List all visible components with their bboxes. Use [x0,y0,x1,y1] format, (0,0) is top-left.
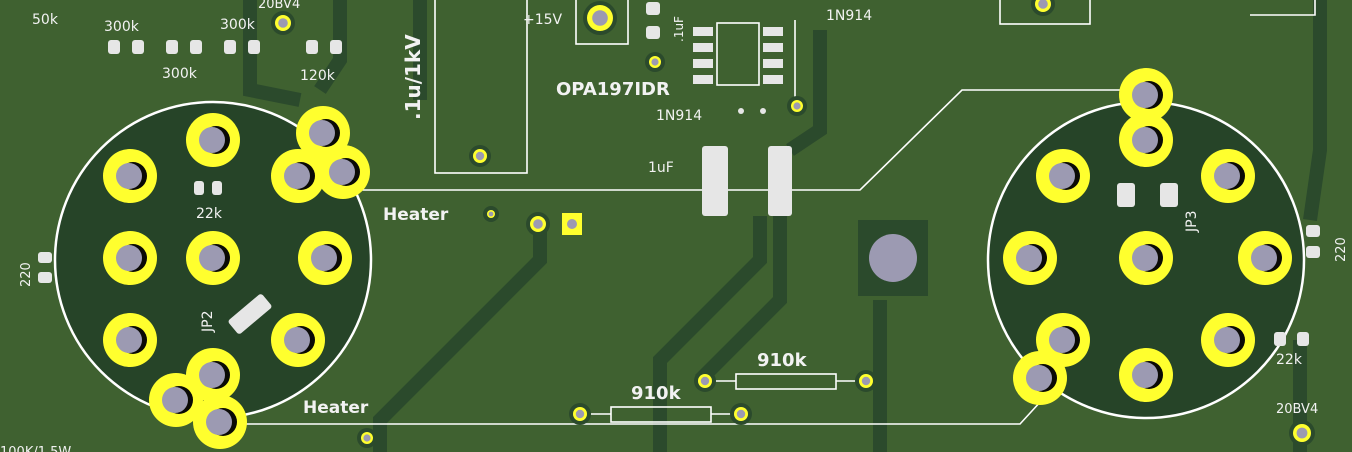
through-hole-pads [103,0,1315,449]
ic-pin [763,43,783,52]
smd-pad [330,40,342,54]
tube-pin-pad [271,313,325,367]
mounting-hole [869,234,917,282]
smd-pad [190,40,202,54]
tube-pin-pad [1036,149,1090,203]
smd-pad [108,40,120,54]
tube-pin-pad [193,395,247,449]
tube-pin-pad [186,113,240,167]
silkscreen-label-opamp: OPA197IDR [556,79,670,100]
silkscreen-label-d1: 1N914 [826,8,872,24]
smd-pad [132,40,144,54]
via-pad [583,1,617,35]
resistor-910k-b-outline [610,406,712,423]
smd-pad [306,40,318,54]
silkscreen-label-r50k: 50k [32,12,59,28]
smd-pad [738,108,744,114]
via-pad [483,206,499,222]
ic-pin [693,75,713,84]
via-pad [526,212,550,236]
tube-pin-pad [149,373,203,427]
silkscreen-label-jp2: JP2 [200,311,216,333]
tube-pin-pad [1119,113,1173,167]
smd-pad [166,40,178,54]
tube-pin-pad [103,231,157,285]
smd-pad [760,108,766,114]
via-pad [1031,0,1055,16]
jumper-jp2-pad [228,294,272,334]
tube-pin-pad [1013,351,1067,405]
tube-pin-pad [298,231,352,285]
silkscreen-label-r22k-r: 22k [1276,352,1303,368]
smd-pad [768,146,792,216]
ic-pin [763,59,783,68]
silkscreen-lines [220,0,1316,425]
smd-pad [646,26,660,39]
silkscreen-label-r220-l: 220 [19,262,34,287]
smd-pad [1297,332,1309,346]
ic-pin [763,27,783,36]
smd-pad [1117,183,1135,207]
smd-pad [646,2,660,15]
tube-pin-pad [1201,149,1255,203]
silkscreen-label-r120k: 120k [300,68,336,84]
via-pad [730,403,752,425]
silkscreen-label-r22k-l: 22k [196,206,223,222]
via-pad [1289,420,1315,446]
silkscreen-label-r220-r: 220 [1334,237,1349,262]
silkscreen-label-r910k-b: 910k [631,383,682,404]
ic-pin [693,43,713,52]
silkscreen-label-r300k-b: 300k [162,66,198,82]
ic-pin [763,75,783,84]
silkscreen-label-r100k: 100K/1.5W [0,445,71,452]
via-pad [357,428,377,448]
silkscreen-label-c1u: 1uF [648,160,674,176]
silkscreen-label-r910k-a: 910k [757,350,808,371]
tube-pin-pad [186,231,240,285]
tube-pin-pad [1201,313,1255,367]
via-pad [569,403,591,425]
silkscreen-label-r300k-c: 300k [220,17,256,33]
tube-pin-pad [103,313,157,367]
tube-pin-pad [103,149,157,203]
smd-pad [38,252,52,263]
smd-pad [38,272,52,283]
silkscreen-label-tube-br: 20BV4 [1276,402,1318,417]
via-pad [694,370,716,392]
via-pad [787,96,807,116]
smd-pad [248,40,260,54]
smd-pad [212,181,222,195]
tube-pin-pad [1238,231,1292,285]
silkscreen-label-tube-tl: 20BV4 [258,0,300,12]
tube-pin-pad [1003,231,1057,285]
via-pad [469,145,491,167]
smd-pad [1306,225,1320,237]
smd-pad [194,181,204,195]
smd-pads [38,2,1320,346]
tube-pin-pad [316,145,370,199]
ic-pin [693,27,713,36]
silkscreen-label-cap-hv: .1u/1kV [401,34,425,120]
tube-pin-pad [271,149,325,203]
resistor-910k-a-outline [735,373,837,390]
silkscreen-label-c-01: .1uF [672,16,686,42]
tube-pin-pad [1119,68,1173,122]
smd-pad [1306,246,1320,258]
silkscreen-label-r300k-a: 300k [104,19,140,35]
silkscreen-label-d2: 1N914 [656,108,702,124]
silkscreen-label-heater-top: Heater [383,205,449,225]
silkscreen-label-v15: +15V [523,12,563,28]
silkscreen-label-heater-bot: Heater [303,398,369,418]
smd-pad [224,40,236,54]
via-pad [645,52,665,72]
smd-pad [1274,332,1286,346]
smd-pad [702,146,728,216]
tube-pin-pad [1119,348,1173,402]
silkscreen-label-jp3: JP3 [1184,211,1200,233]
ic-pin [693,59,713,68]
via-pad [855,370,877,392]
via-pad [271,11,295,35]
smd-pad [1160,183,1178,207]
tube-pin-pad [1119,231,1173,285]
